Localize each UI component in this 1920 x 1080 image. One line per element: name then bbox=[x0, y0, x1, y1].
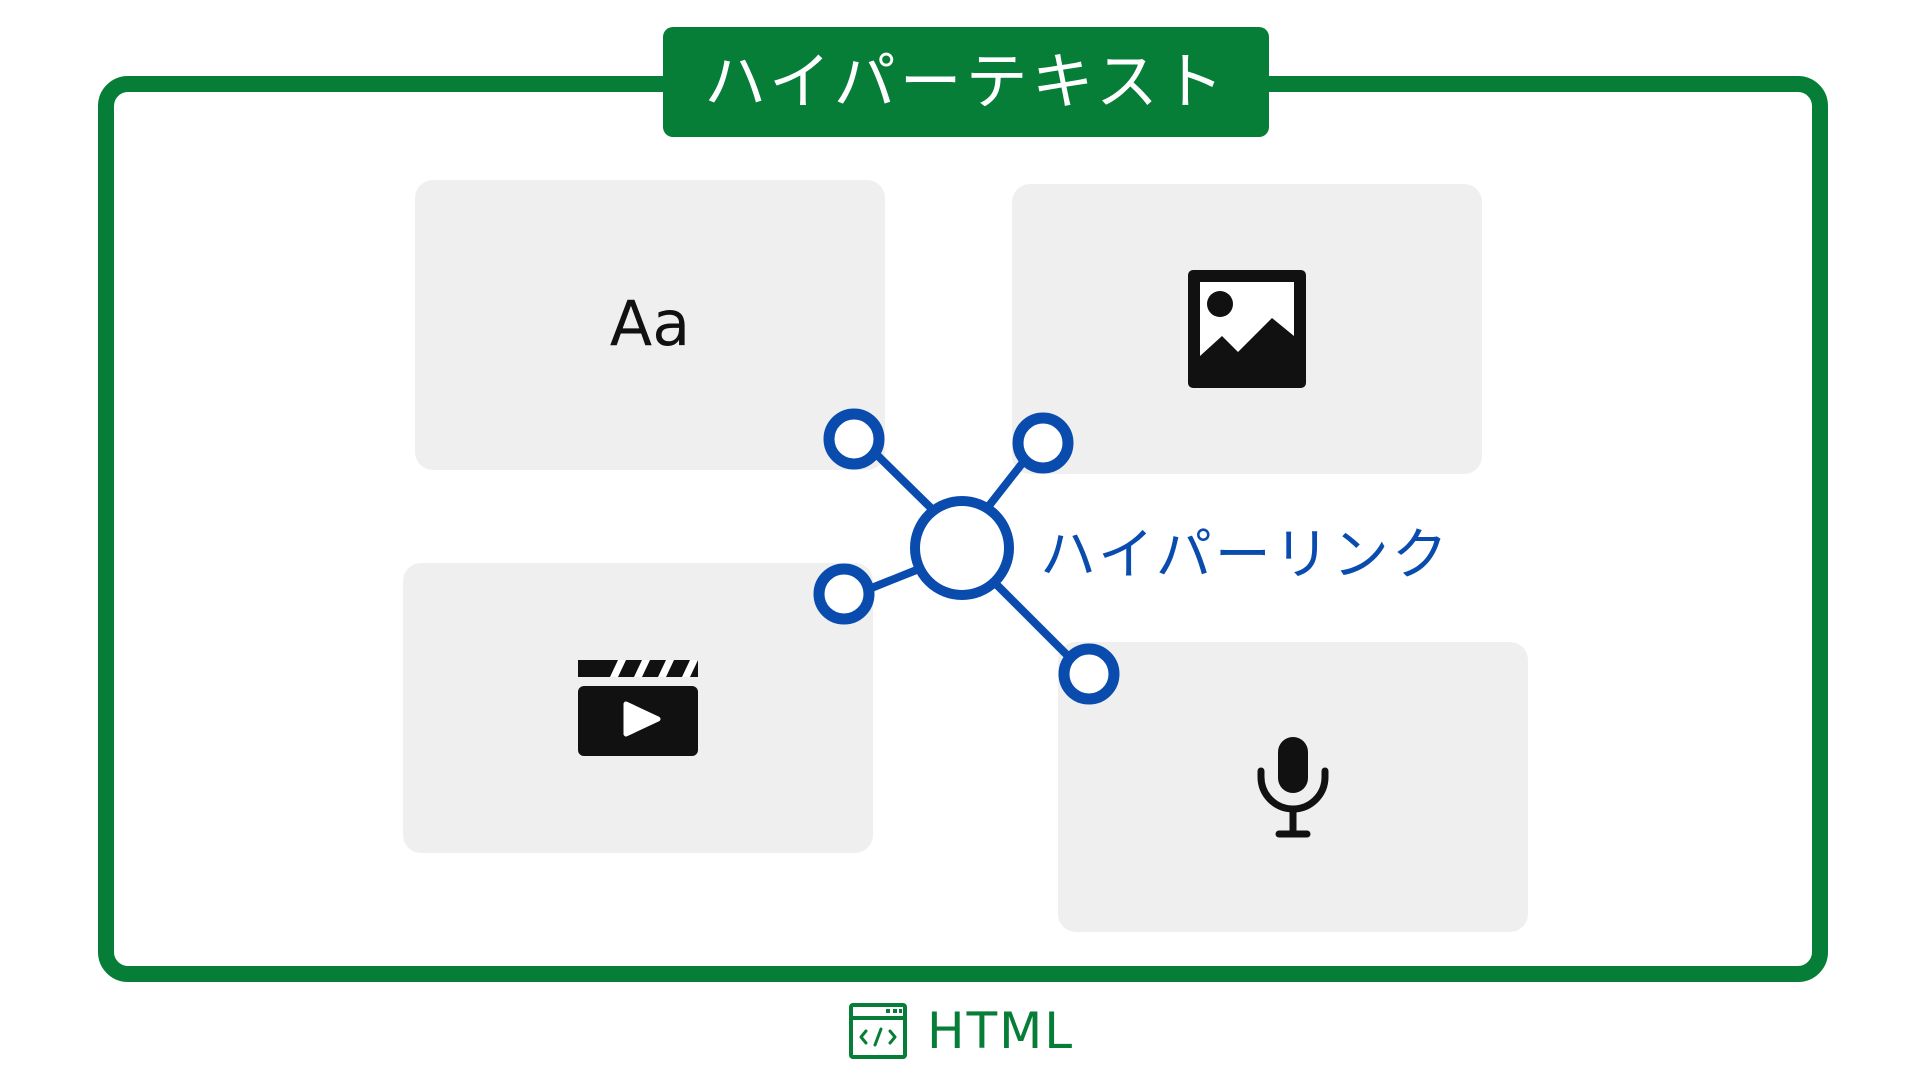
video-clapperboard-icon bbox=[578, 660, 698, 756]
image-media-card bbox=[1012, 184, 1482, 474]
footer: HTML bbox=[849, 1002, 1074, 1060]
text-font-icon: Aa bbox=[609, 287, 691, 360]
network-hub-node bbox=[910, 496, 1014, 600]
network-leaf-node bbox=[1012, 412, 1074, 474]
image-icon bbox=[1188, 270, 1306, 388]
audio-media-card bbox=[1058, 642, 1528, 932]
microphone-icon bbox=[1257, 737, 1329, 838]
hypertext-title: ハイパーテキスト bbox=[663, 27, 1269, 137]
text-media-card: Aa bbox=[415, 180, 885, 470]
network-leaf-node bbox=[813, 563, 875, 625]
video-media-card bbox=[403, 563, 873, 853]
hyperlink-label: ハイパーリンク bbox=[1040, 523, 1451, 588]
html-label: HTML bbox=[927, 1002, 1075, 1060]
network-leaf-node bbox=[1058, 643, 1120, 705]
html-code-window-icon bbox=[849, 1003, 907, 1059]
network-leaf-node bbox=[823, 408, 885, 470]
